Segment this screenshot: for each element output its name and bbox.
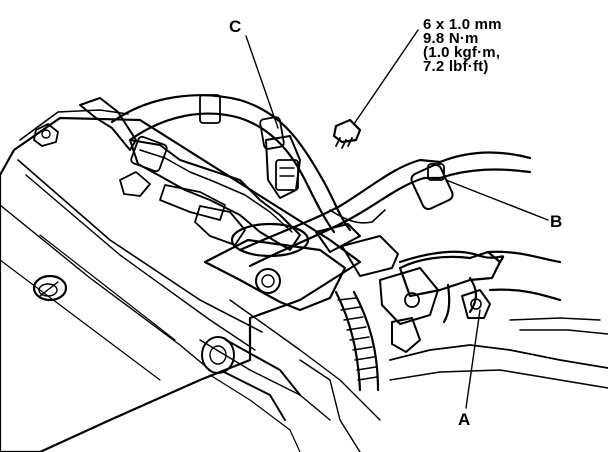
lower-pipe (201, 336, 301, 421)
upper-hose (110, 94, 352, 234)
torque-spec: 6 x 1.0 mm 9.8 N·m (1.0 kgf·m, 7.2 lbf·f… (423, 16, 502, 75)
leader-lines (245, 29, 549, 409)
oil-filler-cap (32, 274, 68, 302)
bracket-bolt (33, 123, 59, 147)
mounting-bolt (332, 118, 362, 149)
torque-nm-text: 9.8 N·m (423, 30, 479, 47)
valve-cover (0, 109, 381, 452)
engine-block-lower (299, 317, 608, 452)
leader-a (465, 309, 481, 409)
hose-clamp-b (410, 163, 454, 211)
bypass-hose-a (398, 250, 562, 324)
torque-kgfm-text: (1.0 kgf·m, (423, 44, 501, 61)
hose-clamp-c (265, 135, 301, 199)
wire-harness (79, 97, 301, 251)
torque-lbfft-text: 7.2 lbf·ft) (423, 58, 489, 75)
hose-clamp-a (461, 289, 491, 319)
lower-fitting (379, 267, 439, 353)
callout-c-label: C (229, 17, 242, 36)
leader-b (445, 179, 549, 221)
heater-hose-b (238, 151, 532, 268)
callout-b-label: B (550, 212, 563, 231)
leader-bolt (353, 29, 419, 125)
corrugated-tube (334, 290, 380, 392)
leader-c (245, 35, 279, 129)
throttle-body (203, 222, 399, 312)
callout-a-label: A (458, 410, 471, 429)
bolt-size-text: 6 x 1.0 mm (423, 16, 502, 33)
